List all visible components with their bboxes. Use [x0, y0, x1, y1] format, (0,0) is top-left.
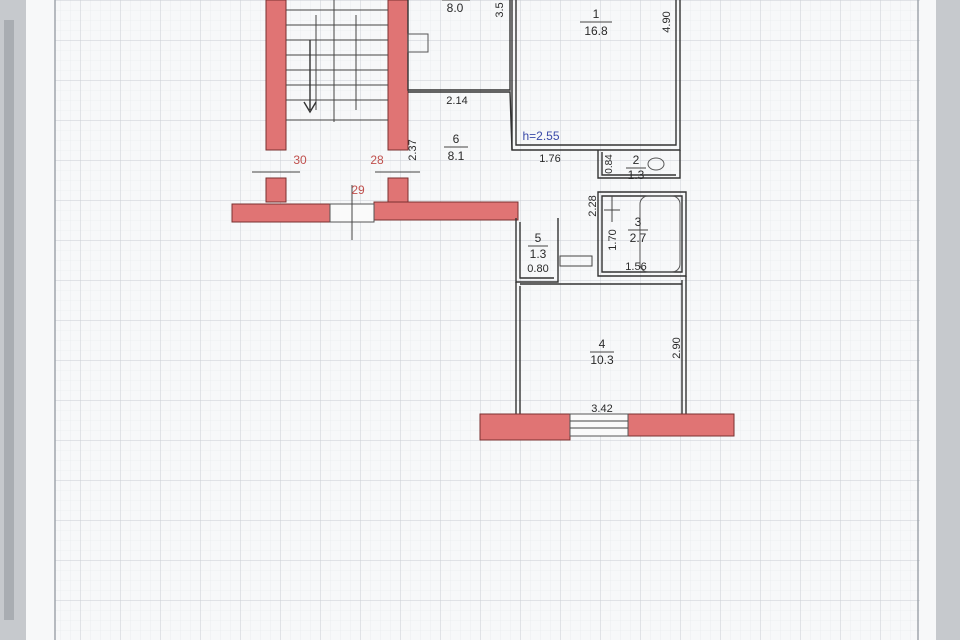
stair-number-28: 28	[370, 153, 384, 167]
apartment-walls	[407, 0, 687, 416]
room-4-area: 10.3	[590, 353, 614, 367]
room-2-area: 1.3	[628, 168, 645, 182]
room-6-area: 8.1	[448, 149, 465, 163]
dim-214: 2.14	[446, 95, 467, 107]
room-4-right-wall	[681, 276, 687, 416]
dim-228: 2.28	[587, 195, 599, 216]
dim-170: 1.70	[607, 229, 619, 250]
partial-room-area: 8.0	[447, 1, 464, 15]
stairwell	[231, 0, 519, 240]
room-5-outline	[515, 218, 559, 283]
dim-490: 4.90	[661, 11, 673, 32]
room-1-id: 1	[593, 7, 600, 21]
dim-290: 2.90	[671, 337, 683, 358]
main-grid	[55, 0, 920, 640]
dim-156: 1.56	[625, 261, 646, 273]
dim-3x: 3.5	[494, 2, 506, 17]
stair-number-30: 30	[293, 153, 307, 167]
window	[569, 413, 629, 437]
dim-237: 2.37	[407, 139, 419, 160]
ceiling-height: h=2.55	[522, 129, 559, 143]
sink-icon	[407, 33, 429, 53]
dim-176: 1.76	[539, 153, 560, 165]
room-5-area: 1.3	[530, 247, 547, 261]
room-5-id: 5	[535, 231, 542, 245]
room-1-area: 16.8	[584, 24, 608, 38]
stair-wall-bottom-right	[373, 201, 519, 221]
stair-wall-right-lower	[387, 177, 409, 203]
room-6-id: 6	[453, 132, 460, 146]
room-3-area: 2.7	[630, 231, 647, 245]
room-1-outline	[511, 0, 681, 151]
dim-084: 0.84	[604, 154, 615, 174]
stair-wall-left-lower	[265, 177, 287, 203]
room-2-outline	[597, 150, 681, 179]
bathtub-icon	[639, 195, 681, 273]
dim-342: 3.42	[591, 403, 612, 415]
binder-holes	[4, 20, 14, 620]
corridor-door	[559, 255, 593, 267]
room-3-id: 3	[635, 215, 642, 229]
stair-number-29: 29	[351, 183, 365, 197]
dim-080: 0.80	[527, 263, 548, 275]
toilet-icon	[647, 157, 665, 171]
labels: 8.0 3.5 1 16.8 4.90 2.14 2.37 6 8.1 h=2.…	[293, 0, 683, 415]
stair-arrow-icon	[303, 40, 317, 114]
stair-wall-bottom-left	[231, 203, 331, 223]
stair-wall-left	[265, 0, 287, 151]
stair-wall-right	[387, 0, 409, 151]
room-2-id: 2	[633, 153, 640, 167]
room-4-id: 4	[599, 337, 606, 351]
exterior-wall-bottom	[479, 413, 735, 441]
room-4-left-wall	[515, 282, 521, 416]
